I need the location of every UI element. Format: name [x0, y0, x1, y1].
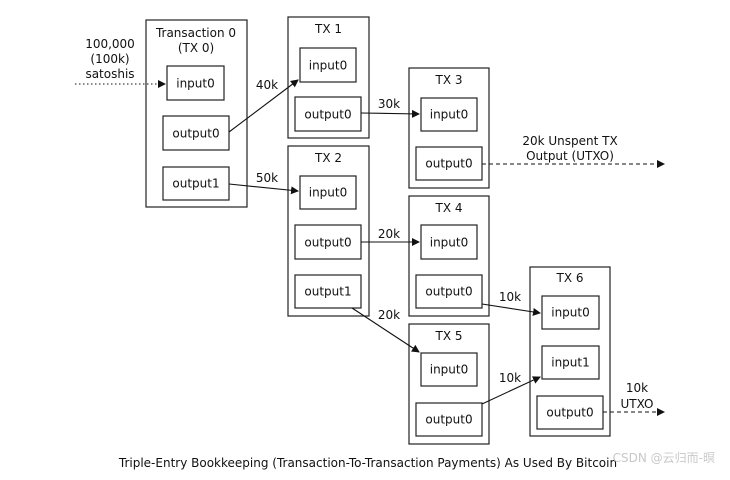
tx0-input0-label: input0 [176, 77, 215, 91]
utxo-tx3-label-line2: Output (UTXO) [526, 149, 614, 163]
tx2-input0-label: input0 [309, 186, 348, 200]
edge-tx4-tx6 [481, 303, 541, 316]
tx2-transaction: TX 2 input0 output0 output1 [287, 145, 370, 317]
edge-tx0-tx2 [228, 183, 299, 195]
edge-tx4-tx6-amount: 10k [499, 290, 521, 304]
edge-tx2-tx4-amount: 20k [378, 227, 400, 241]
tx4-transaction: TX 4 input0 output0 [408, 195, 490, 317]
tx1-output0-label: output0 [304, 108, 351, 122]
tx0-transaction: Transaction 0 (TX 0) input0 output0 outp… [145, 19, 248, 208]
tx6-output0-label: output0 [546, 406, 593, 420]
utxo-tx6-label-line1: 10k [626, 381, 648, 395]
edge-tx0-tx1 [228, 79, 299, 133]
tx2-title: TX 2 [314, 151, 342, 165]
watermark: CSDN @云归而-暝 [613, 451, 715, 465]
tx2-output0-label: output0 [304, 236, 351, 250]
edge-tx1-tx3 [360, 109, 420, 118]
tx5-output0-label: output0 [425, 413, 472, 427]
edge-tx0-tx2-amount: 50k [256, 171, 278, 185]
tx0-title-line1: Transaction 0 [155, 26, 236, 40]
edge-tx1-tx3-amount: 30k [378, 97, 400, 111]
utxo-outputs: 20k Unspent TX Output (UTXO) 10k UTXO [482, 134, 665, 416]
diagram-caption: Triple-Entry Bookkeeping (Transaction-To… [118, 456, 617, 470]
edge-tx0-tx1-amount: 40k [256, 78, 278, 92]
edge-tx5-tx6 [481, 376, 541, 405]
source-label-line1: 100,000 [85, 37, 135, 51]
tx1-transaction: TX 1 input0 output0 [287, 16, 370, 139]
tx3-output0-label: output0 [425, 157, 472, 171]
edge-tx2-tx5-amount: 20k [378, 308, 400, 322]
utxo-tx6-label-line2: UTXO [620, 397, 653, 411]
tx0-title-line2: (TX 0) [178, 41, 214, 55]
payment-edges: 40k 50k 30k 20k 20k 10k 10k [228, 78, 541, 405]
tx6-input1-label: input1 [551, 356, 590, 370]
tx1-input0-label: input0 [309, 59, 348, 73]
tx3-transaction: TX 3 input0 output0 [408, 67, 490, 189]
edge-tx2-tx5 [351, 307, 420, 353]
tx1-title: TX 1 [314, 22, 342, 36]
utxo-tx3-label-line1: 20k Unspent TX [522, 134, 617, 148]
tx4-output0-label: output0 [425, 285, 472, 299]
tx0-output0-label: output0 [172, 127, 219, 141]
source-label-line3: satoshis [85, 67, 134, 81]
edge-tx5-tx6-amount: 10k [499, 371, 521, 385]
tx5-transaction: TX 5 input0 output0 [408, 323, 490, 445]
source-label-line2: (100k) [90, 52, 129, 66]
tx5-input0-label: input0 [430, 363, 469, 377]
tx0-output1-label: output1 [172, 177, 219, 191]
tx4-input0-label: input0 [430, 236, 469, 250]
tx3-title: TX 3 [435, 73, 463, 87]
tx6-title: TX 6 [556, 271, 584, 285]
tx4-title: TX 4 [435, 201, 463, 215]
tx2-output1-label: output1 [304, 285, 351, 299]
tx6-input0-label: input0 [551, 306, 590, 320]
tx3-input0-label: input0 [430, 108, 469, 122]
tx5-title: TX 5 [435, 329, 463, 343]
source-input: 100,000 (100k) satoshis [75, 37, 166, 88]
tx6-transaction: TX 6 input0 input1 output0 [529, 266, 611, 437]
